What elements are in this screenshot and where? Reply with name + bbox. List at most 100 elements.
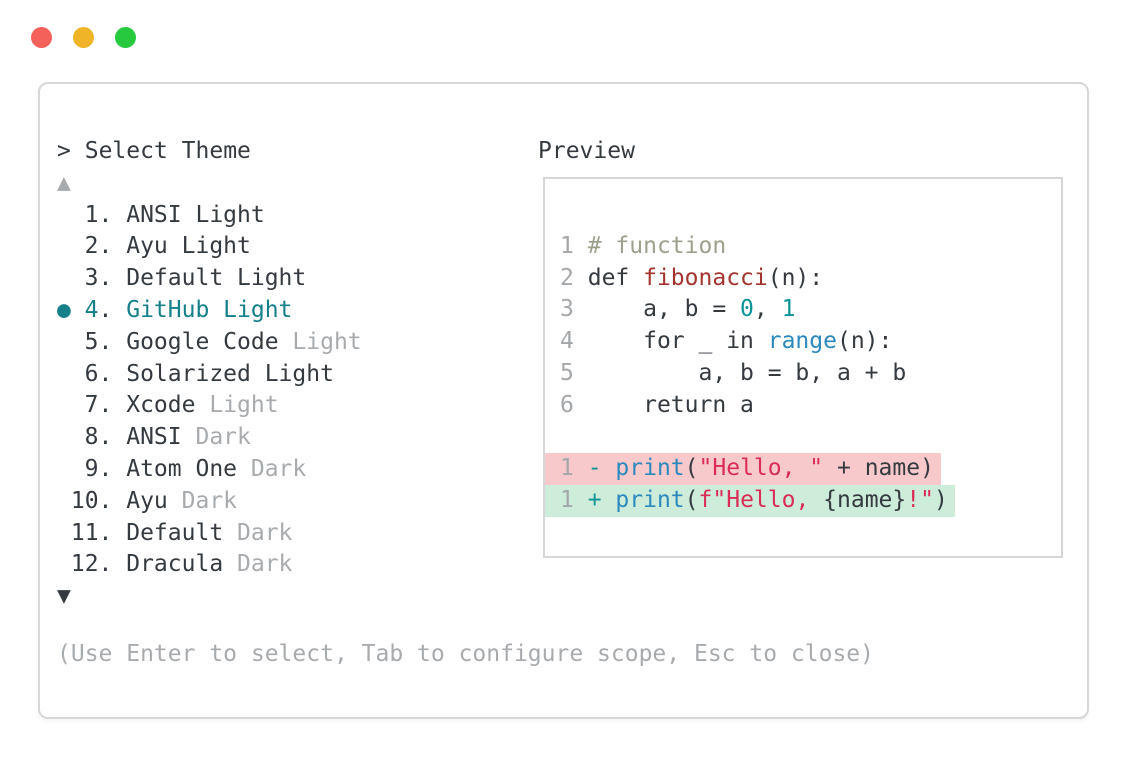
item-number: 2 xyxy=(84,233,99,260)
marker-spacer xyxy=(57,231,71,263)
code-line: 5 a, b = b, a + b xyxy=(545,358,1061,390)
marker-spacer xyxy=(57,359,71,391)
line-number: 1 xyxy=(560,232,574,259)
preview-title: Preview xyxy=(538,138,635,164)
theme-name: Google Code xyxy=(126,328,293,355)
marker-spacer xyxy=(57,518,71,550)
marker-spacer xyxy=(57,390,71,422)
theme-list: 1. ANSI Light 2. Ayu Light 3. Default Li… xyxy=(57,200,538,582)
theme-name: Ayu Light xyxy=(126,233,251,260)
code-line: 1 # function xyxy=(545,231,1061,263)
theme-variant: Light xyxy=(209,392,279,419)
code-token-builtin: print xyxy=(615,487,685,514)
window-controls xyxy=(31,27,136,48)
code-line: 6 return a xyxy=(545,390,1061,422)
code-token-num: 0 xyxy=(740,296,754,323)
theme-name: Default xyxy=(126,519,238,546)
marker-spacer xyxy=(57,422,71,454)
theme-list-item-atom-one[interactable]: 9. Atom One Dark xyxy=(57,454,538,486)
theme-name: GitHub Light xyxy=(126,296,293,323)
line-number: 4 xyxy=(560,328,574,355)
scroll-down-icon[interactable]: ▼ xyxy=(57,583,71,610)
usage-hint: (Use Enter to select, Tab to configure s… xyxy=(57,640,874,667)
marker-spacer xyxy=(57,200,71,232)
prompt-marker: > xyxy=(57,138,71,164)
item-number: 3 xyxy=(84,265,99,292)
theme-list-item-default[interactable]: 11. Default Dark xyxy=(57,518,538,550)
code-token-text: (n): xyxy=(836,328,893,355)
theme-list-item-ayu-light[interactable]: 2. Ayu Light xyxy=(57,231,538,263)
prompt: > Select Theme xyxy=(57,136,538,168)
theme-list-item-dracula[interactable]: 12. Dracula Dark xyxy=(57,549,538,581)
item-number: 7 xyxy=(84,392,99,419)
code-token-text: for _ in xyxy=(587,328,768,355)
item-number: 5 xyxy=(84,328,99,355)
diff-added-line: 1 + print(f"Hello, {name}!") xyxy=(545,485,955,517)
item-number: 9 xyxy=(84,455,99,482)
line-number: 6 xyxy=(560,391,574,418)
item-number: 11 xyxy=(70,519,99,546)
selected-bullet-icon: ● xyxy=(57,296,71,323)
theme-variant: Dark xyxy=(237,551,293,578)
zoom-button[interactable] xyxy=(115,27,136,48)
code-token-text: ( xyxy=(684,487,699,514)
theme-variant: Light xyxy=(292,328,362,355)
code-token-text: a, b = xyxy=(587,296,741,323)
line-number: 1 xyxy=(560,455,574,482)
theme-variant: Dark xyxy=(250,455,307,482)
theme-list-item-ayu[interactable]: 10. Ayu Dark xyxy=(57,486,538,518)
theme-list-item-github-light[interactable]: ●4. GitHub Light xyxy=(57,295,538,327)
theme-list-item-ansi-light[interactable]: 1. ANSI Light xyxy=(57,200,538,232)
theme-name: ANSI Light xyxy=(126,201,265,228)
code-line: 3 a, b = 0, 1 xyxy=(545,294,1061,326)
code-token-text: (n): xyxy=(767,264,824,291)
page-title: Select Theme xyxy=(84,138,251,164)
code-token-text: ( xyxy=(684,455,699,482)
marker-spacer xyxy=(57,327,71,359)
theme-name: ANSI xyxy=(126,424,196,451)
diff-removed-line: 1 - print("Hello, " + name) xyxy=(545,453,941,486)
code-token-sign: + xyxy=(587,487,616,514)
code-token-str: "Hello, " xyxy=(698,455,824,482)
item-number: 8 xyxy=(84,424,99,451)
theme-list-item-google-code[interactable]: 5. Google Code Light xyxy=(57,327,538,359)
theme-name: Atom One xyxy=(126,455,251,482)
marker-spacer xyxy=(57,263,71,295)
code-line: 2 def fibonacci(n): xyxy=(545,263,1061,295)
code-token-text: return a xyxy=(587,391,754,418)
marker-spacer xyxy=(57,486,71,518)
picker-columns: > Select Theme ▲ 1. ANSI Light 2. Ayu Li… xyxy=(57,136,1065,613)
line-number: 1 xyxy=(560,487,574,514)
theme-name: Default Light xyxy=(126,265,307,292)
item-number: 1 xyxy=(84,201,99,228)
item-number: 4 xyxy=(84,296,99,323)
theme-name: Solarized Light xyxy=(126,360,334,387)
code-token-builtin: range xyxy=(767,328,837,355)
marker-spacer xyxy=(57,549,71,581)
theme-list-item-ansi[interactable]: 8. ANSI Dark xyxy=(57,422,538,454)
code-token-text: , xyxy=(753,296,782,323)
item-number: 10 xyxy=(70,487,99,514)
item-number: 12 xyxy=(70,551,99,578)
line-number: 5 xyxy=(560,359,574,386)
line-number: 2 xyxy=(560,264,574,291)
theme-list-item-default-light[interactable]: 3. Default Light xyxy=(57,263,538,295)
minimize-button[interactable] xyxy=(73,27,94,48)
code-token-num: 1 xyxy=(781,296,796,323)
theme-list-item-xcode[interactable]: 7. Xcode Light xyxy=(57,390,538,422)
scroll-up-icon[interactable]: ▲ xyxy=(57,169,71,196)
code-token-str: !" xyxy=(906,487,934,514)
code-token-text: {name} xyxy=(823,487,907,514)
code-token-sign: - xyxy=(587,455,616,482)
code-line: 4 for _ in range(n): xyxy=(545,326,1061,358)
code-token-builtin: print xyxy=(615,455,685,482)
theme-variant: Dark xyxy=(181,487,238,514)
theme-name: Xcode xyxy=(126,392,210,419)
theme-list-item-solarized-light[interactable]: 6. Solarized Light xyxy=(57,359,538,391)
theme-name: Dracula xyxy=(126,551,238,578)
blank-line xyxy=(545,422,1061,454)
line-number: 3 xyxy=(560,296,574,323)
close-button[interactable] xyxy=(31,27,52,48)
